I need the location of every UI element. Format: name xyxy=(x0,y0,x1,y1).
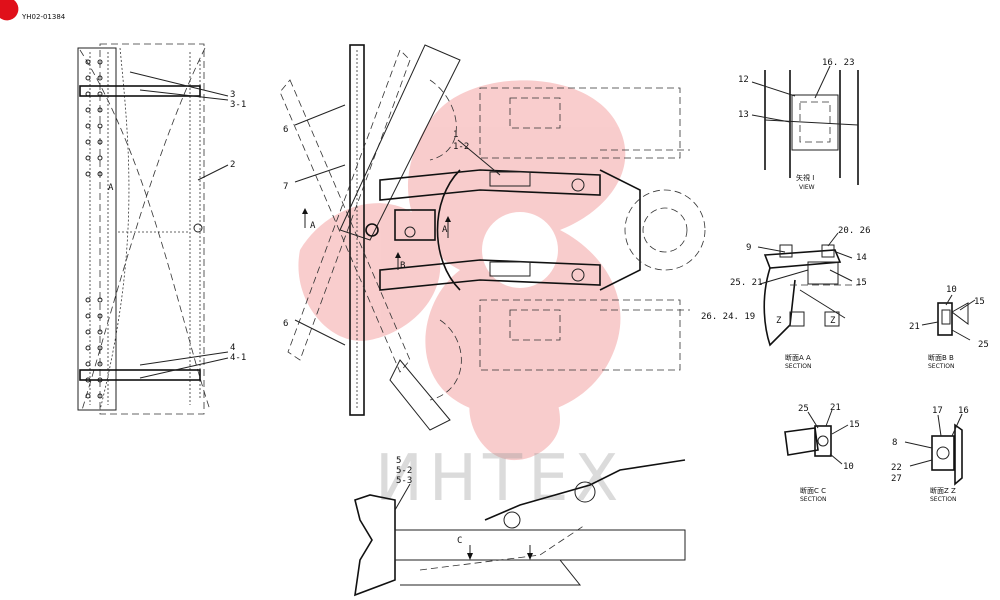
blade-side-view xyxy=(354,459,686,597)
view-callout-12: 12 xyxy=(738,75,749,85)
callout-A-right: A xyxy=(442,225,448,235)
cc-callout-25: 25 xyxy=(798,404,809,414)
cc-callout-21: 21 xyxy=(830,403,841,413)
bb-callout-15: 15 xyxy=(974,297,985,307)
bb-callout-21: 21 xyxy=(909,322,920,332)
callout-3: 3 xyxy=(230,90,235,100)
view-caption-en: VIEW xyxy=(799,184,815,191)
bb-callout-25: 25 xyxy=(978,340,989,350)
bb-caption-jp: 断面B B xyxy=(928,353,954,362)
callout-4-1: 4-1 xyxy=(230,353,246,363)
section-AA-detail xyxy=(757,232,860,347)
view-caption-jp: 矢視 I xyxy=(796,173,814,182)
aa-callout-15: 15 xyxy=(856,278,867,288)
callout-1: 1 xyxy=(453,130,458,140)
blade-top-view xyxy=(279,44,706,431)
callout-7: 7 xyxy=(283,182,288,192)
section-CC-detail xyxy=(784,409,849,465)
aa-callout-14: 14 xyxy=(856,253,867,263)
aa-caption-en: SECTION xyxy=(785,363,811,370)
zz-callout-22: 22 xyxy=(891,463,902,473)
callout-B: B xyxy=(400,261,405,271)
cc-caption-jp: 断面C C xyxy=(800,486,826,495)
section-ZZ-detail xyxy=(904,413,963,486)
blade-front-view: A xyxy=(77,43,229,415)
doc-id: YH02-01384 xyxy=(21,13,66,21)
aa-callout-Z-left: Z xyxy=(776,316,782,326)
watermark-logo xyxy=(298,80,626,461)
view-callout-16-23: 16. 23 xyxy=(822,58,855,68)
zz-caption-en: SECTION xyxy=(930,496,956,503)
zz-callout-17: 17 xyxy=(932,406,943,416)
section-BB-detail xyxy=(921,294,976,341)
corner-mark xyxy=(0,0,19,21)
aa-callout-26-24-19: 26. 24. 19 xyxy=(701,312,755,322)
aa-callout-Z-right: Z xyxy=(830,316,836,326)
cc-caption-en: SECTION xyxy=(800,496,826,503)
callout-6-top: 6 xyxy=(283,125,288,135)
callout-3-1: 3-1 xyxy=(230,100,246,110)
callout-A-mid: A xyxy=(310,221,316,231)
aa-callout-9: 9 xyxy=(746,243,751,253)
aa-caption-jp: 断面A A xyxy=(785,353,811,362)
zz-callout-16: 16 xyxy=(958,406,969,416)
callout-5-2: 5-2 xyxy=(396,466,412,476)
bb-caption-en: SECTION xyxy=(928,363,954,370)
callout-2: 2 xyxy=(230,160,235,170)
aa-callout-25-21: 25. 21 xyxy=(730,278,763,288)
callout-A-left: A xyxy=(108,183,114,193)
zz-callout-8: 8 xyxy=(892,438,897,448)
zz-callout-27: 27 xyxy=(891,474,902,484)
watermark-text: ИНТЕХ xyxy=(375,442,624,516)
callout-5: 5 xyxy=(396,456,401,466)
callout-1-2: 1-2 xyxy=(453,142,469,152)
callout-5-3: 5-3 xyxy=(396,476,412,486)
aa-callout-20-26: 20. 26 xyxy=(838,226,871,236)
view-I-detail xyxy=(751,65,859,185)
callout-6-bottom: 6 xyxy=(283,319,288,329)
cc-callout-15: 15 xyxy=(849,420,860,430)
cc-callout-10: 10 xyxy=(843,462,854,472)
bb-callout-10: 10 xyxy=(946,285,957,295)
view-callout-13: 13 xyxy=(738,110,749,120)
zz-caption-jp: 断面Z Z xyxy=(930,486,956,495)
callout-C: C xyxy=(457,536,462,546)
callout-4: 4 xyxy=(230,343,235,353)
